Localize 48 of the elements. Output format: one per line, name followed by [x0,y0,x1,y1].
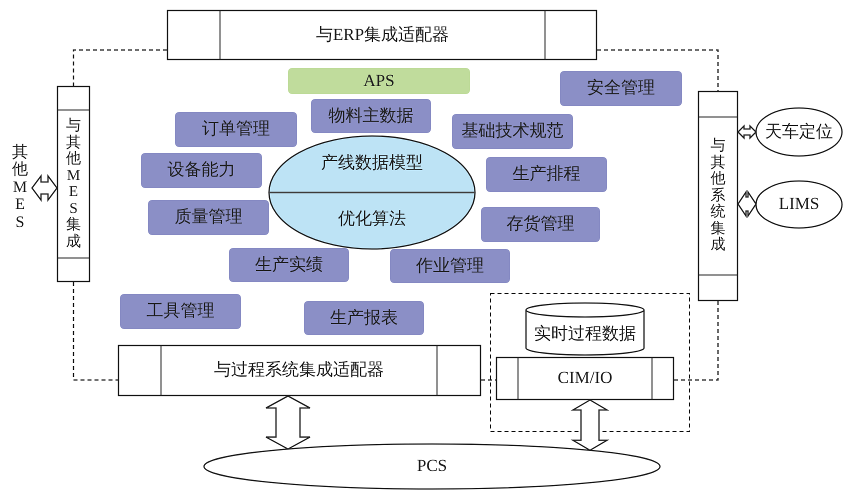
module-box [120,294,241,329]
module-box [304,301,424,335]
dashed-connector [72,49,167,86]
dashed-connector [72,282,118,381]
double-arrow [265,395,311,450]
node-label: 与过程系统集成适配器 [214,361,384,380]
node-label: 生产排程 [512,165,580,184]
node-label: 与ERP集成适配器 [316,26,450,44]
dashed-connector [481,379,496,381]
double-arrow [31,174,58,202]
dashed-connector [597,49,719,91]
node-label: 生产实绩 [255,256,323,274]
double-arrow [570,399,610,452]
module-box [141,153,262,188]
node-label: LIMS [778,195,820,214]
node-label: PCS [416,457,448,476]
node-label: APS [363,72,395,90]
node-label: 作业管理 [416,256,484,276]
node-label: 基础技术规范 [462,122,564,141]
node-label: 与其他MES集成 [66,118,81,250]
node-label: 订单管理 [202,120,270,139]
node-label: 工具管理 [146,302,214,321]
module-box [229,248,349,282]
module-box [288,68,470,94]
node-label: 实时过程数据 [534,324,636,344]
module-box [148,200,269,235]
model-label: 产线数据模型 [321,154,423,172]
module-box [486,157,607,192]
module-box [560,71,682,106]
module-box [452,114,573,149]
node-label: 生产报表 [330,308,398,328]
node-label: 物料主数据 [328,106,414,126]
node-label: 存货管理 [506,215,574,234]
node-label: 安全管理 [587,79,655,98]
double-arrow [737,124,757,140]
double-arrow [737,190,757,218]
system-label: 其他MES [12,144,28,232]
node-label: 天车定位 [765,122,833,142]
module-box [481,207,600,242]
node-label: 与其他系统集成 [710,138,726,254]
module-box [390,249,510,283]
algorithm-label: 优化算法 [338,210,406,229]
node-label: CIM/IO [558,369,612,388]
node-label: 设备能力 [168,161,236,180]
module-box [311,99,431,133]
module-box [175,112,297,147]
node-label: 质量管理 [174,208,242,227]
dashed-connector [674,301,719,381]
